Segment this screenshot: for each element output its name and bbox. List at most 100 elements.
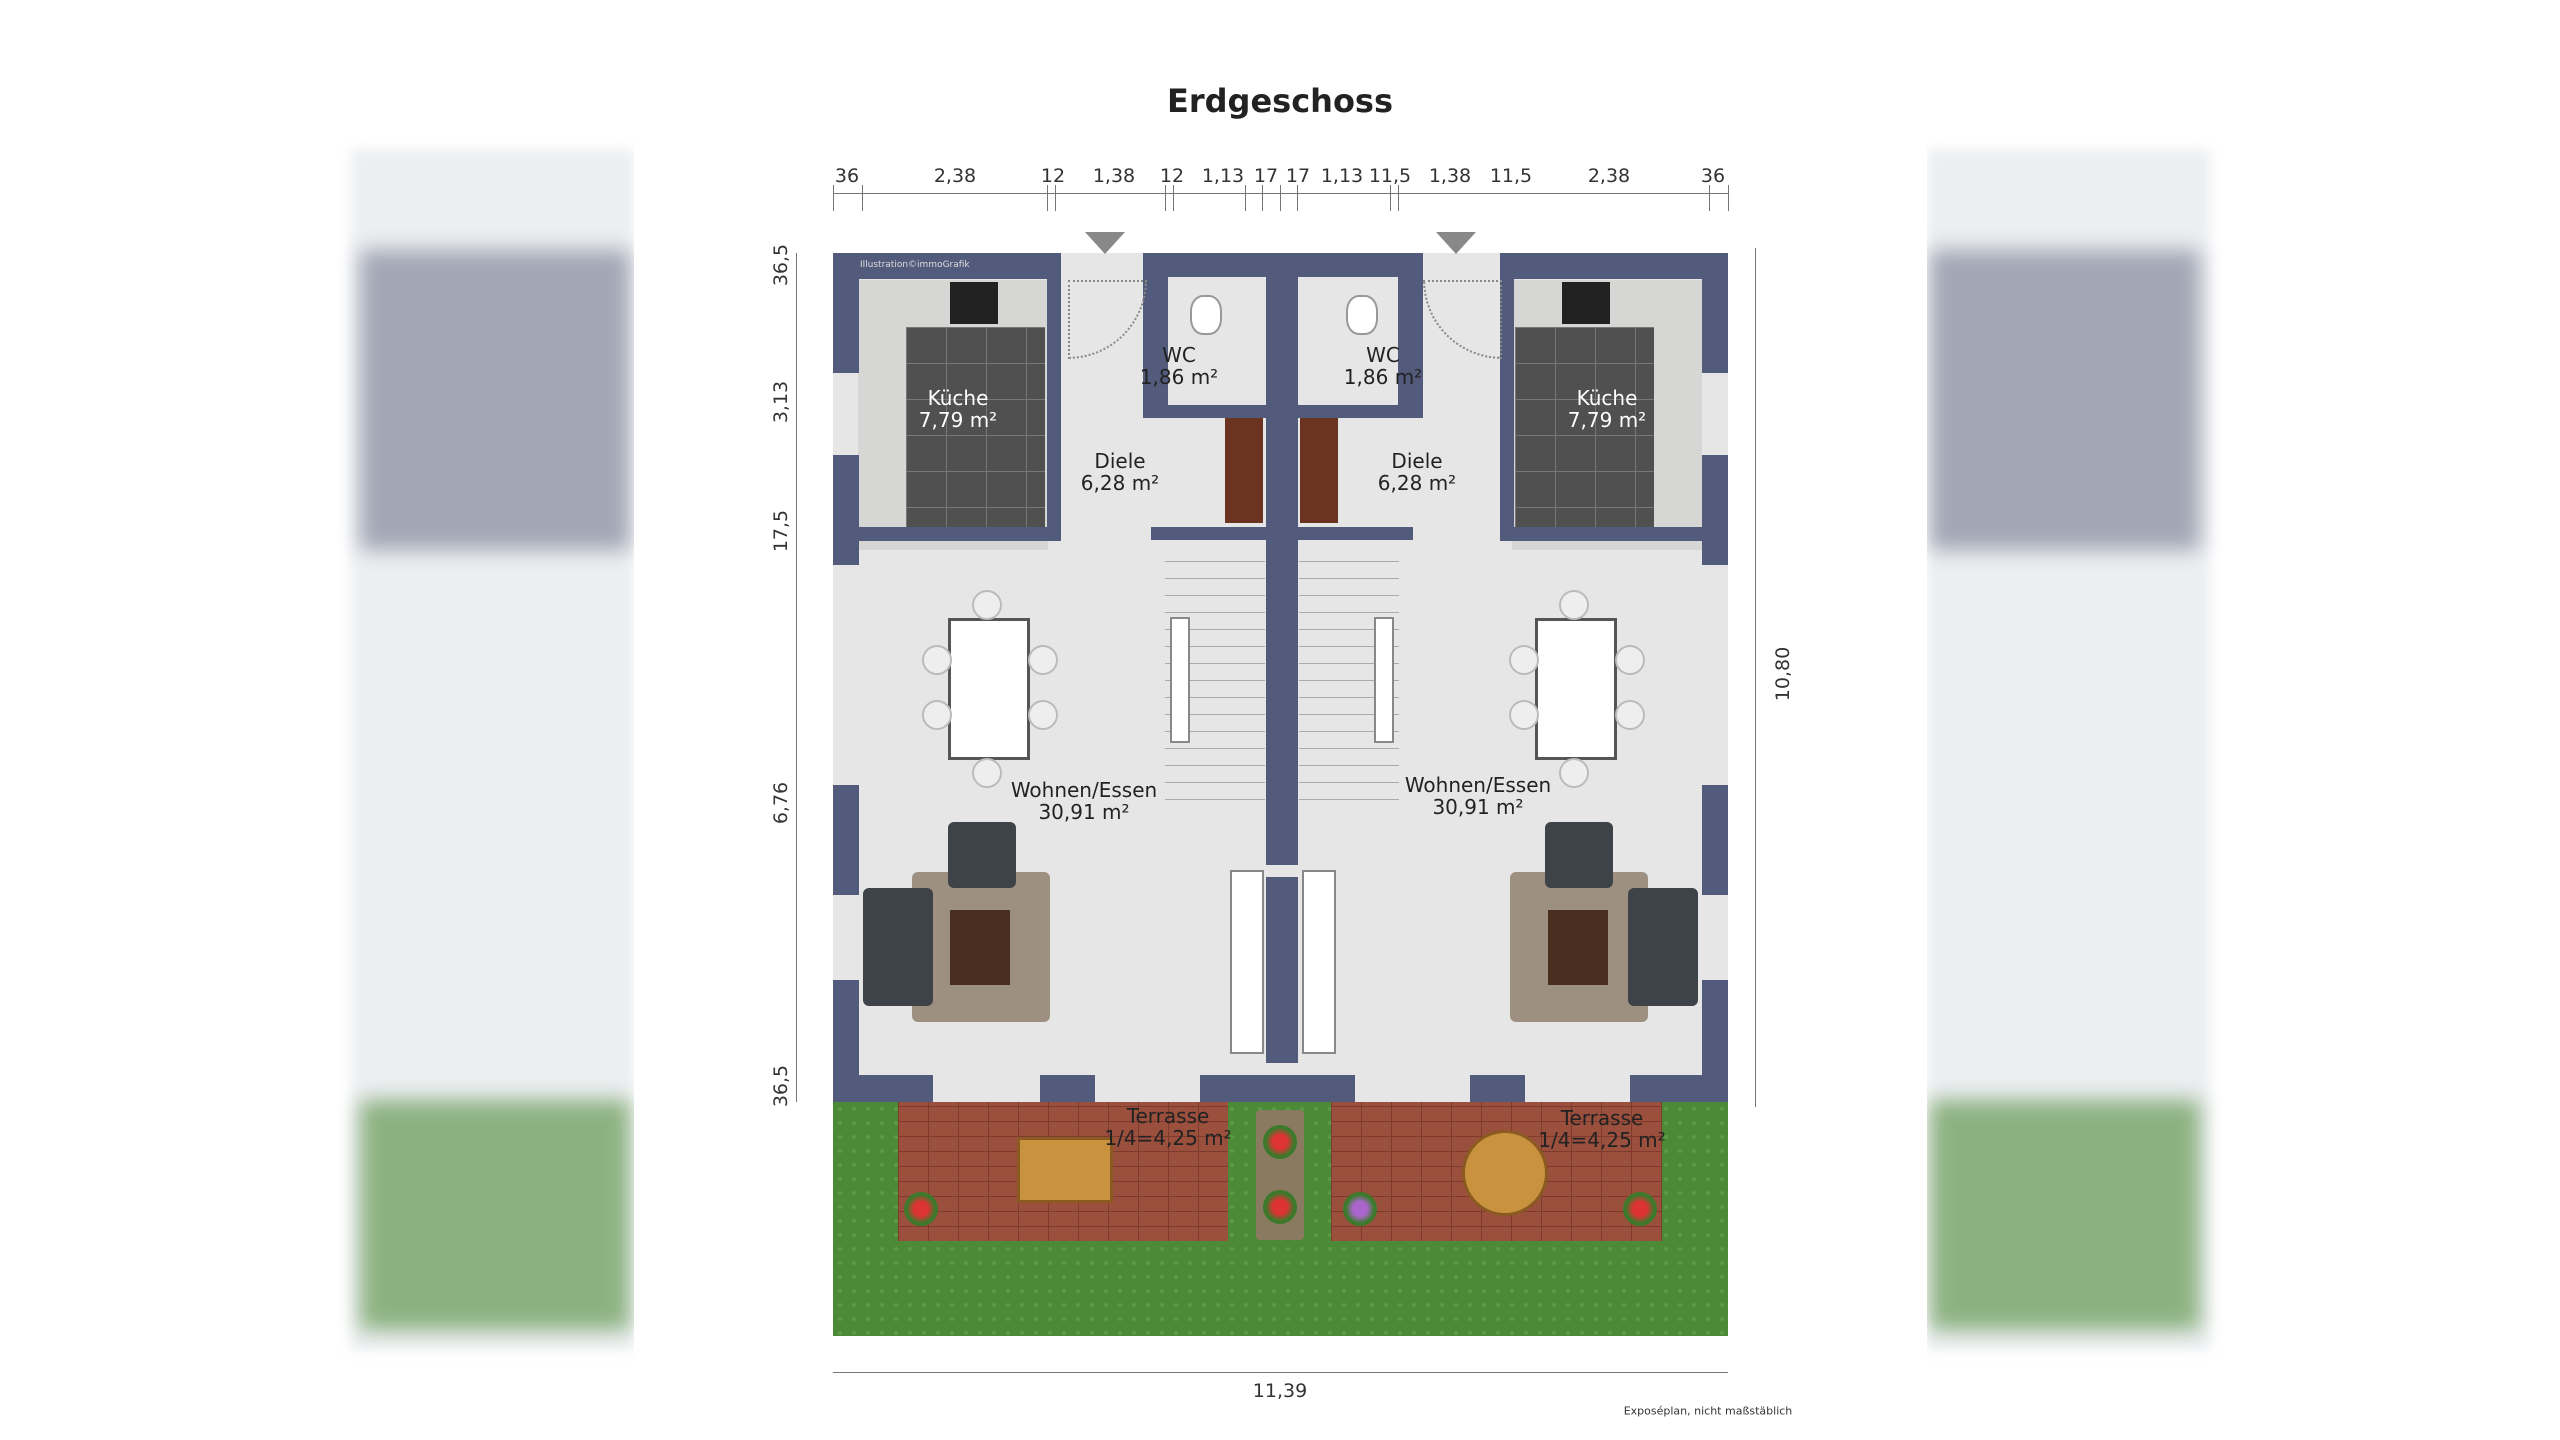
wall [1500, 253, 1728, 279]
cooktop-right-icon [1562, 282, 1610, 324]
dim-top-5: 1,13 [1201, 165, 1245, 187]
room-area: 1,86 m² [1343, 365, 1423, 389]
wall [833, 527, 1061, 541]
blurred-garden-right [1930, 1100, 2200, 1330]
room-name: Diele [1094, 449, 1146, 473]
dim-left-2: 17,5 [770, 509, 792, 553]
dim-right: 10,80 [1772, 646, 1794, 702]
wall [1151, 527, 1266, 540]
dim-top-4: 12 [1159, 165, 1185, 187]
room-area: 30,91 m² [1432, 795, 1524, 819]
room-name: Wohnen/Essen [1010, 778, 1158, 802]
wardrobe-left [1230, 870, 1264, 1054]
hall-wood-floor-right [1300, 418, 1338, 523]
stair-rail [1374, 617, 1394, 743]
wall [1398, 253, 1423, 418]
hall-wood-floor-left [1225, 418, 1263, 523]
wall [1298, 405, 1423, 418]
wall [1047, 253, 1061, 540]
flower-icon [1263, 1125, 1297, 1159]
room-name: Terrasse [1126, 1104, 1210, 1128]
dim-top-9: 11,5 [1368, 165, 1412, 187]
dimension-tick [1245, 185, 1246, 211]
wardrobe-right [1302, 870, 1336, 1054]
wall [1500, 253, 1514, 540]
dim-left-1: 3,13 [770, 380, 792, 424]
wall [1200, 1075, 1355, 1102]
wall [1470, 1075, 1525, 1102]
room-name: Diele [1391, 449, 1443, 473]
dimension-tick [1728, 185, 1729, 211]
chair [1559, 590, 1589, 620]
dimension-tick [1297, 185, 1298, 211]
chair [1509, 645, 1539, 675]
wall [1143, 405, 1266, 418]
wall [1500, 527, 1728, 541]
armchair-right [1545, 822, 1613, 888]
dim-top-1: 2,38 [933, 165, 977, 187]
wall [1702, 980, 1728, 1102]
dining-table-right [1535, 618, 1617, 760]
room-name: WC [1162, 343, 1196, 367]
chair [1615, 645, 1645, 675]
blurred-plan-left [360, 250, 630, 550]
cooktop-left-icon [950, 282, 998, 324]
room-name: Terrasse [1560, 1106, 1644, 1130]
chair [1028, 645, 1058, 675]
wall [1298, 527, 1413, 540]
chair [1509, 700, 1539, 730]
dining-table-left [948, 618, 1030, 760]
dim-top-7: 17 [1285, 165, 1311, 187]
terrace-table-left [1017, 1137, 1113, 1203]
wall [1040, 1075, 1095, 1102]
dim-top-13: 36 [1700, 165, 1726, 187]
sofa-left [863, 888, 933, 1006]
wall [833, 253, 1061, 279]
flower-icon [1343, 1192, 1377, 1226]
wall [1702, 455, 1728, 565]
dim-top-10: 1,38 [1428, 165, 1472, 187]
entrance-arrow-left-icon [1085, 232, 1125, 254]
chair [922, 645, 952, 675]
dim-top-12: 2,38 [1587, 165, 1631, 187]
room-name: WC [1366, 343, 1400, 367]
flower-icon [904, 1192, 938, 1226]
chair [1028, 700, 1058, 730]
watermark: Illustration©immoGrafik [860, 260, 970, 270]
dim-top-11: 11,5 [1489, 165, 1533, 187]
wall [1702, 253, 1728, 373]
kitchen-floor-left [906, 327, 1045, 539]
dim-left-0: 36,5 [770, 243, 792, 287]
room-area: 1/4=4,25 m² [1104, 1126, 1232, 1150]
sofa-right [1628, 888, 1698, 1006]
chair [972, 590, 1002, 620]
dimension-tick [862, 185, 863, 211]
armchair-left [948, 822, 1016, 888]
dim-top-0: 36 [834, 165, 860, 187]
coffee-table-left [950, 910, 1010, 985]
blurred-plan-right [1930, 250, 2200, 550]
room-name: Küche [1576, 386, 1638, 410]
room-name: Wohnen/Essen [1404, 773, 1552, 797]
dim-top-2: 12 [1040, 165, 1066, 187]
left-dimension-line [796, 253, 797, 1102]
terrace-table-right [1462, 1130, 1548, 1216]
toilet-icon [1190, 295, 1222, 335]
wall [833, 455, 859, 565]
dim-bottom: 11,39 [1252, 1380, 1308, 1402]
dimension-tick [1173, 185, 1174, 211]
plan-title: Erdgeschoss [1166, 82, 1394, 120]
dimension-tick [1165, 185, 1166, 211]
room-area: 1/4=4,25 m² [1538, 1128, 1666, 1152]
right-dimension-line [1755, 248, 1756, 1107]
wall [833, 253, 859, 373]
room-area: 30,91 m² [1038, 800, 1130, 824]
